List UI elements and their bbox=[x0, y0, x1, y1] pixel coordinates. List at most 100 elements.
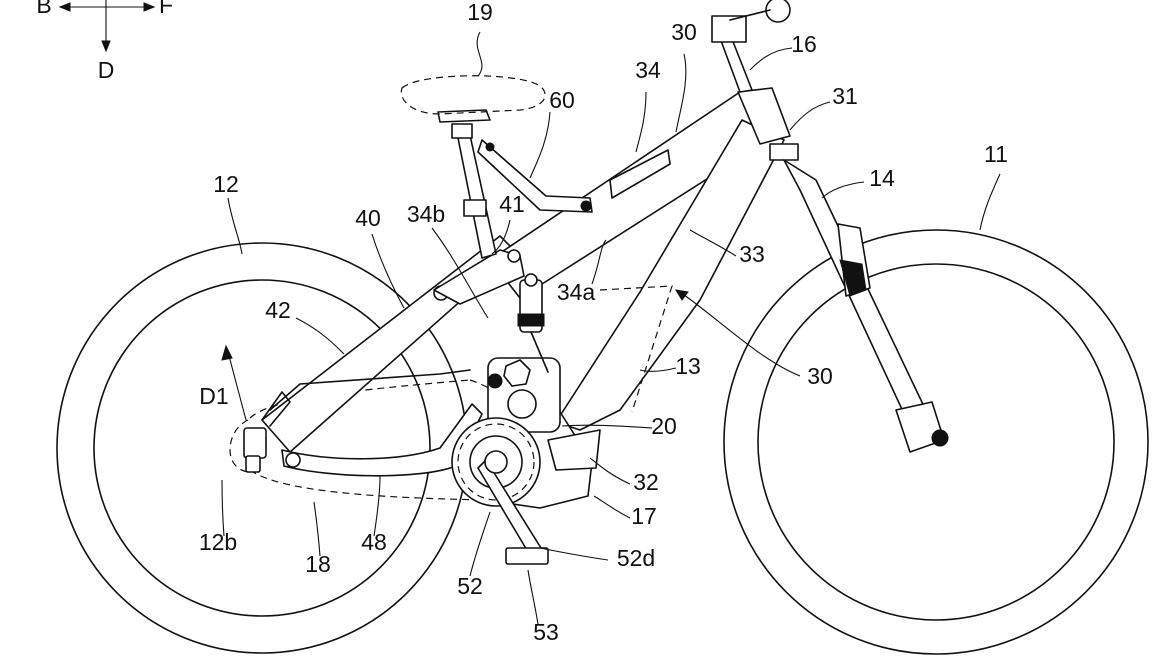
leader-42 bbox=[295, 317, 345, 355]
arrow-front-icon bbox=[143, 2, 156, 12]
leader-41 bbox=[491, 219, 511, 255]
leader-40 bbox=[371, 233, 405, 309]
ref-34: 34 bbox=[635, 57, 661, 83]
ref-18: 18 bbox=[305, 551, 331, 577]
ref-11: 11 bbox=[984, 141, 1008, 167]
seat-post-bolt bbox=[485, 142, 495, 152]
rotation-arrow-icon bbox=[221, 344, 233, 361]
front-tire-inner bbox=[757, 263, 1115, 621]
down-tube bbox=[555, 119, 785, 431]
frame-internal-space bbox=[599, 285, 673, 413]
leader-53 bbox=[527, 569, 539, 625]
rotation-arrow-shaft bbox=[227, 351, 247, 421]
ref-16: 16 bbox=[791, 31, 817, 57]
leader-16 bbox=[749, 47, 793, 71]
arrow-30-icon bbox=[675, 289, 689, 301]
front-wheel bbox=[723, 229, 1149, 655]
ref-20: 20 bbox=[651, 413, 677, 439]
ref-60: 60 bbox=[549, 87, 575, 113]
leader-34a bbox=[591, 239, 607, 285]
drive-unit-mount-bolt bbox=[487, 373, 503, 389]
rear-pivot-bolt bbox=[285, 452, 301, 468]
leader-14 bbox=[821, 181, 865, 199]
seat-post-head bbox=[451, 123, 473, 139]
handlebar bbox=[729, 9, 771, 21]
front-hub bbox=[931, 429, 949, 447]
ref-32: 32 bbox=[633, 469, 659, 495]
leader-11 bbox=[979, 173, 1001, 231]
leader-32 bbox=[589, 457, 631, 485]
drive-unit bbox=[487, 357, 561, 433]
link-pivot bbox=[507, 249, 521, 263]
leader-31 bbox=[789, 101, 831, 131]
leader-17 bbox=[593, 495, 631, 519]
leader-lines bbox=[221, 31, 1001, 625]
leader-12 bbox=[227, 197, 243, 255]
label-down: D bbox=[98, 57, 115, 83]
ref-17: 17 bbox=[631, 503, 657, 529]
ref-30-top: 30 bbox=[671, 19, 697, 45]
chain-rear-loop bbox=[229, 419, 249, 473]
arrow-down-icon bbox=[101, 40, 111, 53]
leader-19 bbox=[476, 31, 483, 77]
main-frame bbox=[447, 87, 791, 509]
direction-indicator: B F D bbox=[36, 0, 173, 83]
head-tube bbox=[737, 87, 791, 145]
leader-52d bbox=[539, 547, 609, 561]
seat-clamp bbox=[463, 199, 487, 217]
ref-12: 12 bbox=[213, 171, 239, 197]
seat-post-brace bbox=[477, 139, 593, 213]
ref-19: 19 bbox=[467, 0, 493, 25]
leader-30-arrow bbox=[679, 291, 801, 377]
rear-derailleur bbox=[243, 391, 291, 473]
ref-33: 33 bbox=[739, 241, 765, 267]
ref-D1: D1 bbox=[199, 383, 228, 409]
saddle bbox=[400, 75, 546, 115]
front-tire-outer bbox=[723, 229, 1149, 655]
leader-34 bbox=[635, 91, 647, 153]
leader-34b bbox=[431, 227, 489, 319]
top-tube-panel bbox=[609, 149, 671, 199]
label-back: B bbox=[36, 0, 51, 18]
handlebar-grip bbox=[765, 0, 791, 23]
derailleur-hanger bbox=[261, 391, 291, 427]
lower-part bbox=[547, 429, 601, 471]
ref-31: 31 bbox=[832, 83, 858, 109]
drive-unit-shaft bbox=[507, 389, 537, 419]
reference-numerals: 19 30 16 34 60 31 11 14 12 41 40 34b 33 … bbox=[199, 0, 1008, 645]
ref-52: 52 bbox=[457, 573, 483, 599]
leader-33 bbox=[689, 229, 737, 257]
leader-60 bbox=[529, 111, 551, 179]
fork-crown-detail bbox=[839, 259, 867, 297]
ref-12b: 12b bbox=[199, 529, 237, 555]
headset-cup bbox=[769, 143, 799, 161]
pedal bbox=[505, 547, 549, 565]
leader-30-top bbox=[675, 53, 687, 133]
drive-unit-gear bbox=[503, 359, 531, 387]
ref-14: 14 bbox=[869, 165, 895, 191]
shock-collar bbox=[517, 313, 545, 327]
ref-13: 13 bbox=[675, 353, 701, 379]
shock-top-mount bbox=[524, 273, 538, 287]
leader-48 bbox=[373, 475, 381, 537]
ref-41: 41 bbox=[499, 191, 525, 217]
rear-tire-inner bbox=[93, 279, 431, 617]
crank-assembly bbox=[451, 417, 549, 565]
ref-48: 48 bbox=[361, 529, 387, 555]
label-front: F bbox=[159, 0, 173, 18]
brace-bolt bbox=[580, 200, 592, 212]
ref-52d: 52d bbox=[617, 545, 655, 571]
ref-53: 53 bbox=[533, 619, 559, 645]
ref-40: 40 bbox=[355, 205, 381, 231]
rear-shock bbox=[517, 273, 549, 373]
ref-30-arrow: 30 bbox=[807, 363, 833, 389]
arrow-back-icon bbox=[58, 2, 71, 12]
derailleur-cage bbox=[245, 455, 261, 473]
chainring-teeth bbox=[457, 423, 535, 501]
derailleur-body bbox=[243, 427, 267, 459]
chain bbox=[229, 379, 549, 501]
leader-12b bbox=[221, 479, 225, 537]
ref-34b: 34b bbox=[407, 201, 445, 227]
